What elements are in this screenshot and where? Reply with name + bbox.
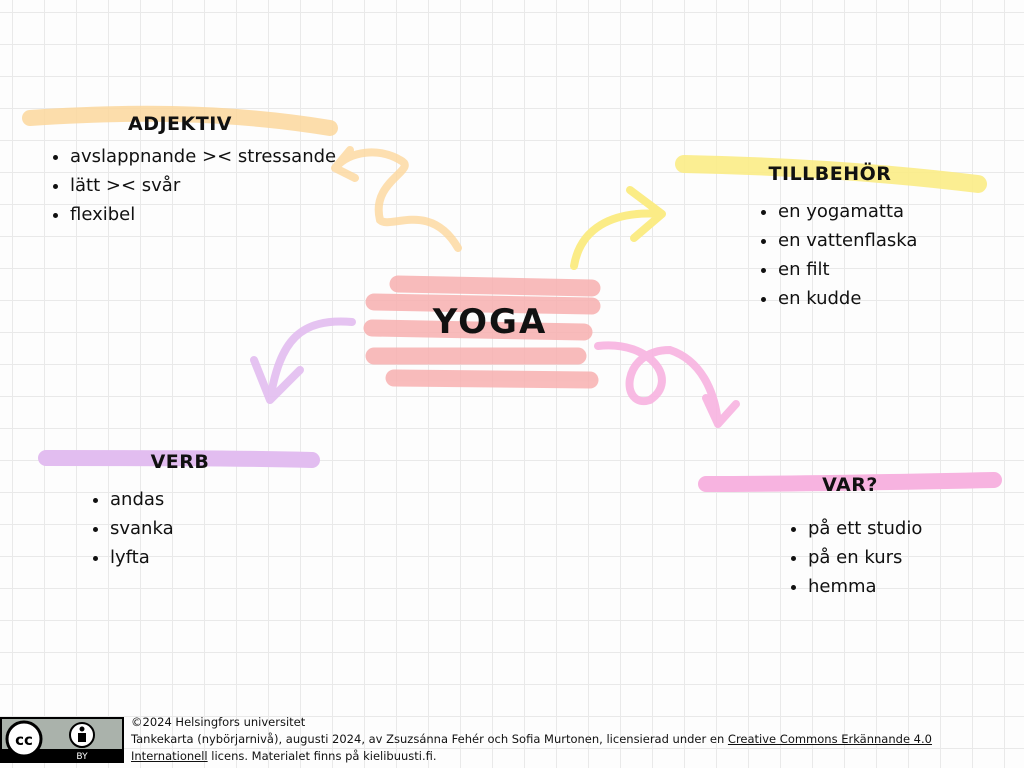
list-item: lätt >< svår [70, 171, 336, 200]
var-highlight [698, 472, 1002, 492]
var-title: VAR? [822, 474, 878, 496]
list-item: en kudde [778, 284, 917, 313]
yoga-highlight [363, 275, 601, 389]
list-item: på ett studio [808, 514, 922, 543]
arrow-to-var [594, 341, 740, 428]
var-list: på ett studio på en kurs hemma [786, 514, 922, 601]
footer-credits: ©2024 Helsingfors universitet Tankekarta… [131, 714, 991, 765]
arrow-to-verb [250, 317, 356, 404]
list-item: avslappnande >< stressande [70, 142, 336, 171]
list-item: lyfta [110, 543, 174, 572]
cc-by-license-badge[interactable]: cc BY [0, 717, 124, 763]
central-topic: YOGA [432, 302, 548, 342]
license-link[interactable]: Creative Commons Erkännande 4.0 Internat… [131, 732, 932, 763]
arrow-to-adjektiv [331, 146, 462, 252]
list-item: hemma [808, 572, 922, 601]
list-item: flexibel [70, 200, 336, 229]
tillbehor-title: TILLBEHÖR [768, 163, 892, 185]
list-item: en filt [778, 255, 917, 284]
credit-text: Tankekarta (nybörjarnivå), augusti 2024,… [131, 732, 728, 746]
tillbehor-highlight [675, 155, 987, 193]
list-item: en yogamatta [778, 197, 917, 226]
verb-highlight [38, 450, 320, 468]
cc-label: cc [15, 731, 33, 749]
by-label: BY [76, 752, 88, 761]
list-item: andas [110, 485, 174, 514]
adjektiv-title: ADJEKTIV [128, 113, 232, 135]
tillbehor-list: en yogamatta en vattenflaska en filt en … [756, 197, 917, 313]
list-item: på en kurs [808, 543, 922, 572]
adjektiv-highlight [22, 105, 338, 136]
arrow-to-tillbehor [570, 186, 666, 270]
verb-title: VERB [150, 451, 210, 473]
copyright: ©2024 Helsingfors universitet [131, 715, 306, 729]
list-item: svanka [110, 514, 174, 543]
adjektiv-list: avslappnande >< stressande lätt >< svår … [48, 142, 336, 229]
credit-text-end: licens. Materialet finns på kielibuusti.… [207, 749, 437, 763]
list-item: en vattenflaska [778, 226, 917, 255]
cc-by-icon: cc BY [2, 720, 122, 762]
verb-list: andas svanka lyfta [88, 485, 174, 572]
